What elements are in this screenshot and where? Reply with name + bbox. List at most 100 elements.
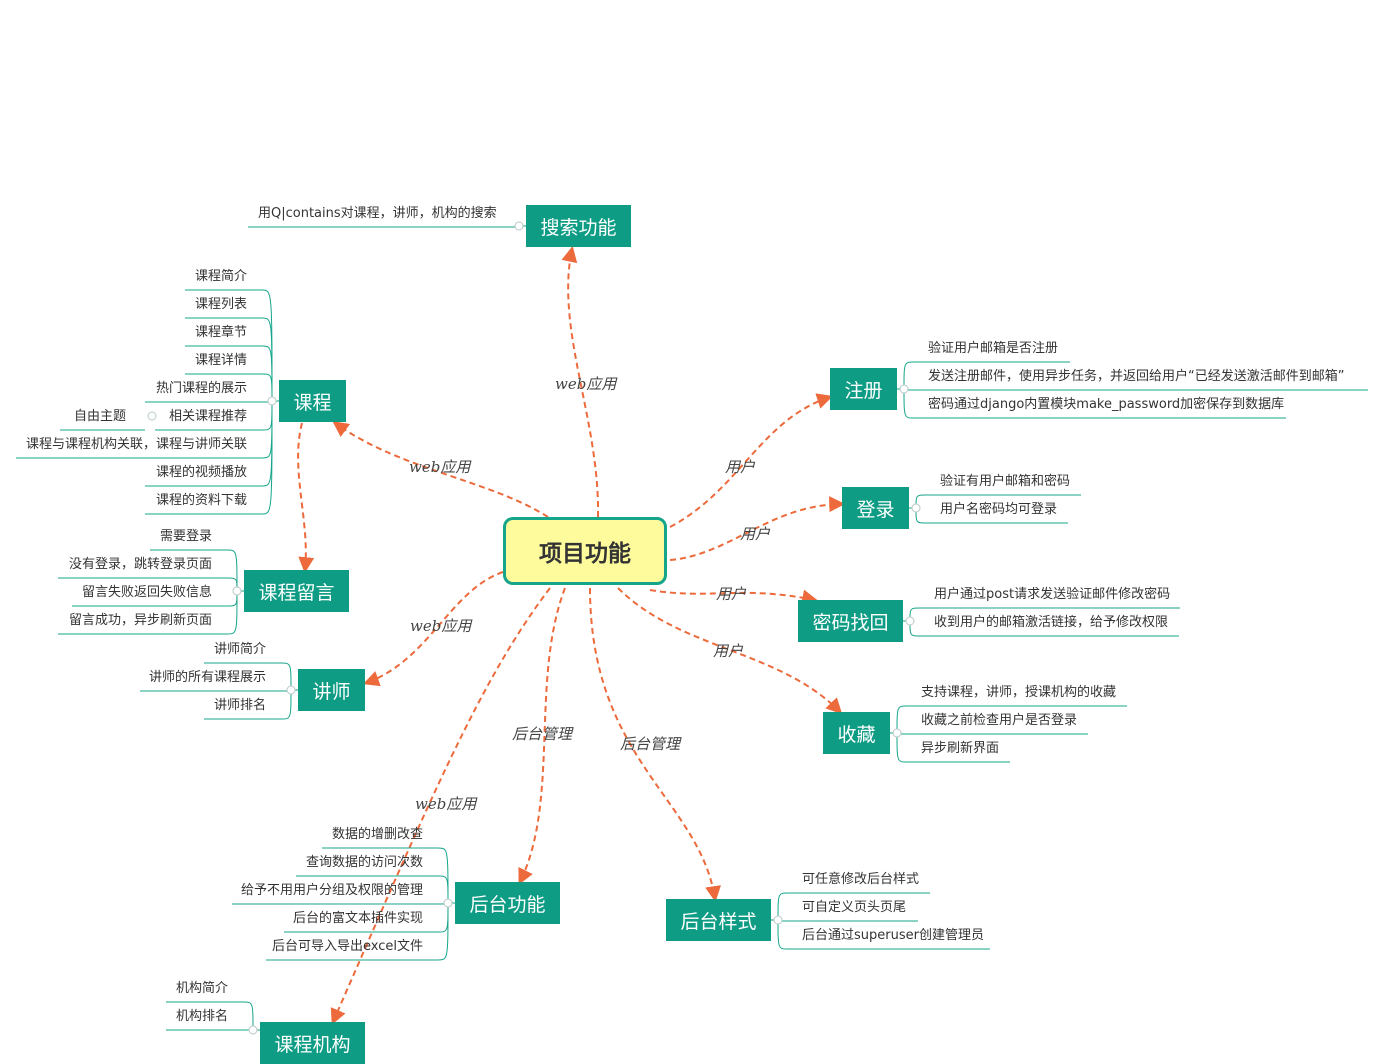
register-bracket-line-2 — [903, 388, 1286, 419]
edge-label-pwd: 用户 — [716, 585, 747, 603]
leaf-admin-style-1: 可自定义页头页尾 — [802, 900, 907, 915]
leaf-course-6: 课程与课程机构关联，课程与讲师关联 — [25, 437, 247, 452]
leaf-fav-2: 异步刷新界面 — [921, 741, 1000, 756]
edge-label-search: web应用 — [555, 375, 617, 393]
leaf-admin-func-0: 数据的增删改查 — [331, 827, 423, 842]
teacher-bracket-line-2 — [204, 689, 292, 720]
edge-to-org — [330, 587, 551, 1025]
edge-label-login: 用户 — [740, 525, 771, 543]
leaf-course-0: 课程简介 — [194, 269, 247, 284]
leaf-comment-2: 留言失败返回失败信息 — [81, 585, 212, 600]
edge-label-teacher: web应用 — [410, 617, 472, 635]
node-login[interactable]: 登录 — [842, 487, 909, 529]
login-bracket-collapse-toggle — [911, 503, 921, 513]
edges-layer — [297, 245, 846, 1025]
leaf-course-3: 课程详情 — [194, 353, 247, 368]
admin-func-bracket-line-2 — [232, 902, 449, 905]
leaf-admin-func-3: 后台的富文本插件实现 — [292, 911, 423, 926]
node-teacher[interactable]: 讲师 — [298, 669, 365, 711]
edge-label-fav: 用户 — [713, 642, 744, 660]
leaf-org-1: 机构排名 — [175, 1009, 228, 1024]
node-comment[interactable]: 课程留言 — [244, 570, 349, 612]
leaf-teacher-2: 讲师排名 — [213, 698, 266, 713]
leaf-fav-1: 收藏之前检查用户是否登录 — [921, 713, 1078, 728]
leaf-login-0: 验证有用户邮箱和密码 — [940, 474, 1071, 489]
leaf-login-1: 用户名密码均可登录 — [940, 502, 1058, 517]
edge-to-register — [669, 393, 834, 528]
comment-bracket-collapse-toggle — [232, 586, 242, 596]
org-bracket-line-0 — [166, 1001, 254, 1031]
fav-bracket-collapse-toggle — [892, 728, 902, 738]
leaf-register-0: 验证用户邮箱是否注册 — [928, 341, 1059, 356]
leaf-admin-func-1: 查询数据的访问次数 — [305, 855, 423, 870]
node-admin-style[interactable]: 后台样式 — [666, 899, 771, 941]
leaf-search-0: 用Q|contains对课程，讲师，机构的搜索 — [258, 206, 497, 221]
edge-label-org: web应用 — [415, 795, 477, 813]
leaf-pwd-0: 用户通过post请求发送验证邮件修改密码 — [934, 587, 1171, 602]
leaf-admin-style-0: 可任意修改后台样式 — [802, 872, 920, 887]
register-bracket-collapse-toggle — [899, 384, 909, 394]
node-admin-func[interactable]: 后台功能 — [455, 882, 560, 924]
leaf-teacher-1: 讲师的所有课程展示 — [148, 670, 266, 685]
leaf-fav-0: 支持课程，讲师，授课机构的收藏 — [921, 685, 1117, 700]
edge-to-teacher — [362, 571, 504, 687]
admin-style-bracket-line-1 — [777, 919, 918, 922]
admin-func-bracket-collapse-toggle — [443, 898, 453, 908]
admin-style-bracket-line-0 — [777, 892, 930, 921]
comment-bracket-line-0 — [150, 549, 238, 592]
leaf-org-0: 机构简介 — [175, 981, 228, 996]
teacher-bracket-line-1 — [140, 689, 292, 692]
leaf-course-8: 课程的资料下载 — [155, 493, 247, 508]
admin-func-bracket-line-4 — [266, 902, 449, 961]
node-pwd[interactable]: 密码找回 — [798, 600, 903, 642]
mind-map-canvas — [16, 221, 1368, 1035]
pwd-bracket-collapse-toggle — [905, 616, 915, 626]
edge-to-login — [669, 496, 846, 561]
course-sub-collapse-toggle — [147, 411, 157, 421]
leaf-course-1: 课程列表 — [194, 297, 247, 312]
node-search[interactable]: 搜索功能 — [526, 205, 631, 247]
leaf-course-4: 热门课程的展示 — [155, 381, 247, 396]
edge-label-course: web应用 — [409, 458, 471, 476]
teacher-bracket-line-0 — [204, 662, 292, 691]
edge-to-admin-style — [589, 587, 721, 903]
course-bracket-line-8 — [145, 400, 273, 515]
leaf-pwd-1: 收到用户的邮箱激活链接，给予修改权限 — [934, 615, 1169, 630]
fav-bracket-line-1 — [896, 732, 1088, 735]
comment-bracket-line-3 — [58, 590, 238, 635]
course-bracket-line-3 — [185, 373, 273, 402]
leaf-teacher-0: 讲师简介 — [213, 642, 266, 657]
register-bracket-line-1 — [903, 388, 1368, 391]
node-course[interactable]: 课程 — [279, 380, 346, 422]
admin-style-bracket-collapse-toggle — [773, 915, 783, 925]
leaf-course-2: 课程章节 — [194, 325, 247, 340]
central-topic[interactable]: 项目功能 — [503, 517, 667, 585]
leaf-course-sub: 自由主题 — [74, 409, 127, 424]
leaf-admin-func-2: 给予不用用户分组及权限的管理 — [240, 883, 423, 898]
node-register[interactable]: 注册 — [830, 368, 897, 410]
edge-to-search — [561, 245, 600, 518]
leaf-lines-layer — [16, 221, 1368, 1035]
edge-to-admin-func — [518, 587, 566, 885]
leaf-register-1: 发送注册邮件，使用异步任务，并返回给用户“已经发送激活邮件到邮箱” — [928, 369, 1345, 384]
course-bracket-collapse-toggle — [267, 396, 277, 406]
node-org[interactable]: 课程机构 — [260, 1022, 365, 1064]
node-fav[interactable]: 收藏 — [823, 712, 890, 754]
leaf-course-7: 课程的视频播放 — [155, 465, 247, 480]
edge-to-course — [332, 421, 549, 518]
admin-func-bracket-line-1 — [296, 875, 449, 904]
leaf-comment-3: 留言成功，异步刷新页面 — [68, 613, 212, 628]
leaf-course-5: 相关课程推荐 — [168, 409, 247, 424]
leaf-comment-1: 没有登录，跳转登录页面 — [68, 557, 212, 572]
leaf-comment-0: 需要登录 — [159, 529, 212, 544]
leaf-admin-func-4: 后台可导入导出excel文件 — [272, 939, 423, 954]
course-bracket-line-4 — [145, 400, 273, 403]
edge-label-register: 用户 — [725, 458, 756, 476]
fav-bracket-line-0 — [896, 705, 1127, 734]
edge-to-pwd — [649, 589, 819, 606]
leaf-register-2: 密码通过django内置模块make_password加密保存到数据库 — [928, 397, 1285, 412]
edge-label-admin-func: 后台管理 — [512, 725, 573, 743]
search-bracket-collapse-toggle — [514, 221, 524, 231]
edge-to-fav — [617, 587, 843, 715]
org-bracket-collapse-toggle — [248, 1025, 258, 1035]
